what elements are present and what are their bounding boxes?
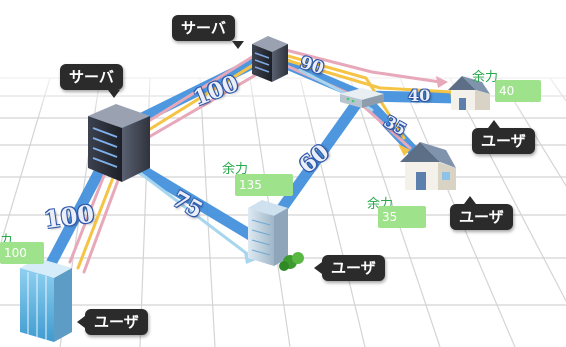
link-label-router-house-top: 40 [408,86,431,105]
callout-server-top: サーバ [172,15,244,49]
capacity-value-house-top: 40 [495,80,541,102]
server-label-top: サーバ [181,19,226,37]
office-building-icon [248,200,288,266]
house-icon [400,142,456,190]
network-links [39,50,464,281]
link-left-server-to-building-center [116,152,268,248]
capacity-label-house-top: 余力 [472,70,499,85]
callout-server-left: サーバ [60,64,123,98]
user-label-house-mid: ユーザ [459,208,504,226]
callout-tail [314,262,322,274]
user-label-building-center: ユーザ [331,259,376,277]
callout-user-house-top: ユーザ [472,120,535,154]
arrowhead-pink [436,76,448,88]
office-building-icon [20,258,72,342]
capacity-label-building-center: 余力 [222,162,249,177]
capacity-value-house-mid: 35 [378,206,426,228]
callout-user-building-left: ユーザ [77,309,148,335]
flow-lightblue-a [134,168,252,258]
house-icon [448,76,490,110]
server-label-left: サーバ [69,68,114,86]
capacity-value-building-center: 135 [235,174,293,196]
user-label-house-top: ユーザ [481,132,526,150]
link-router-to-building-center [269,90,368,224]
callout-user-building-center: ユーザ [314,255,385,281]
flow-yellow-b [284,58,454,94]
arrowhead-yellow-mid [398,144,410,156]
rack-server-icon [252,36,288,82]
callout-tail [488,120,500,128]
rack-server-icon [88,104,150,182]
callout-tail [232,41,244,49]
tree-icon [279,252,304,271]
network-switch-icon [340,88,384,108]
callout-tail [108,90,120,98]
callout-tail [77,316,85,328]
capacity-value-building-left: 100 [0,242,44,264]
user-label-building-left: ユーザ [94,313,139,331]
link-left-server-to-building-left [39,164,106,281]
callout-user-house-mid: ユーザ [450,196,513,230]
callout-tail [464,196,476,204]
